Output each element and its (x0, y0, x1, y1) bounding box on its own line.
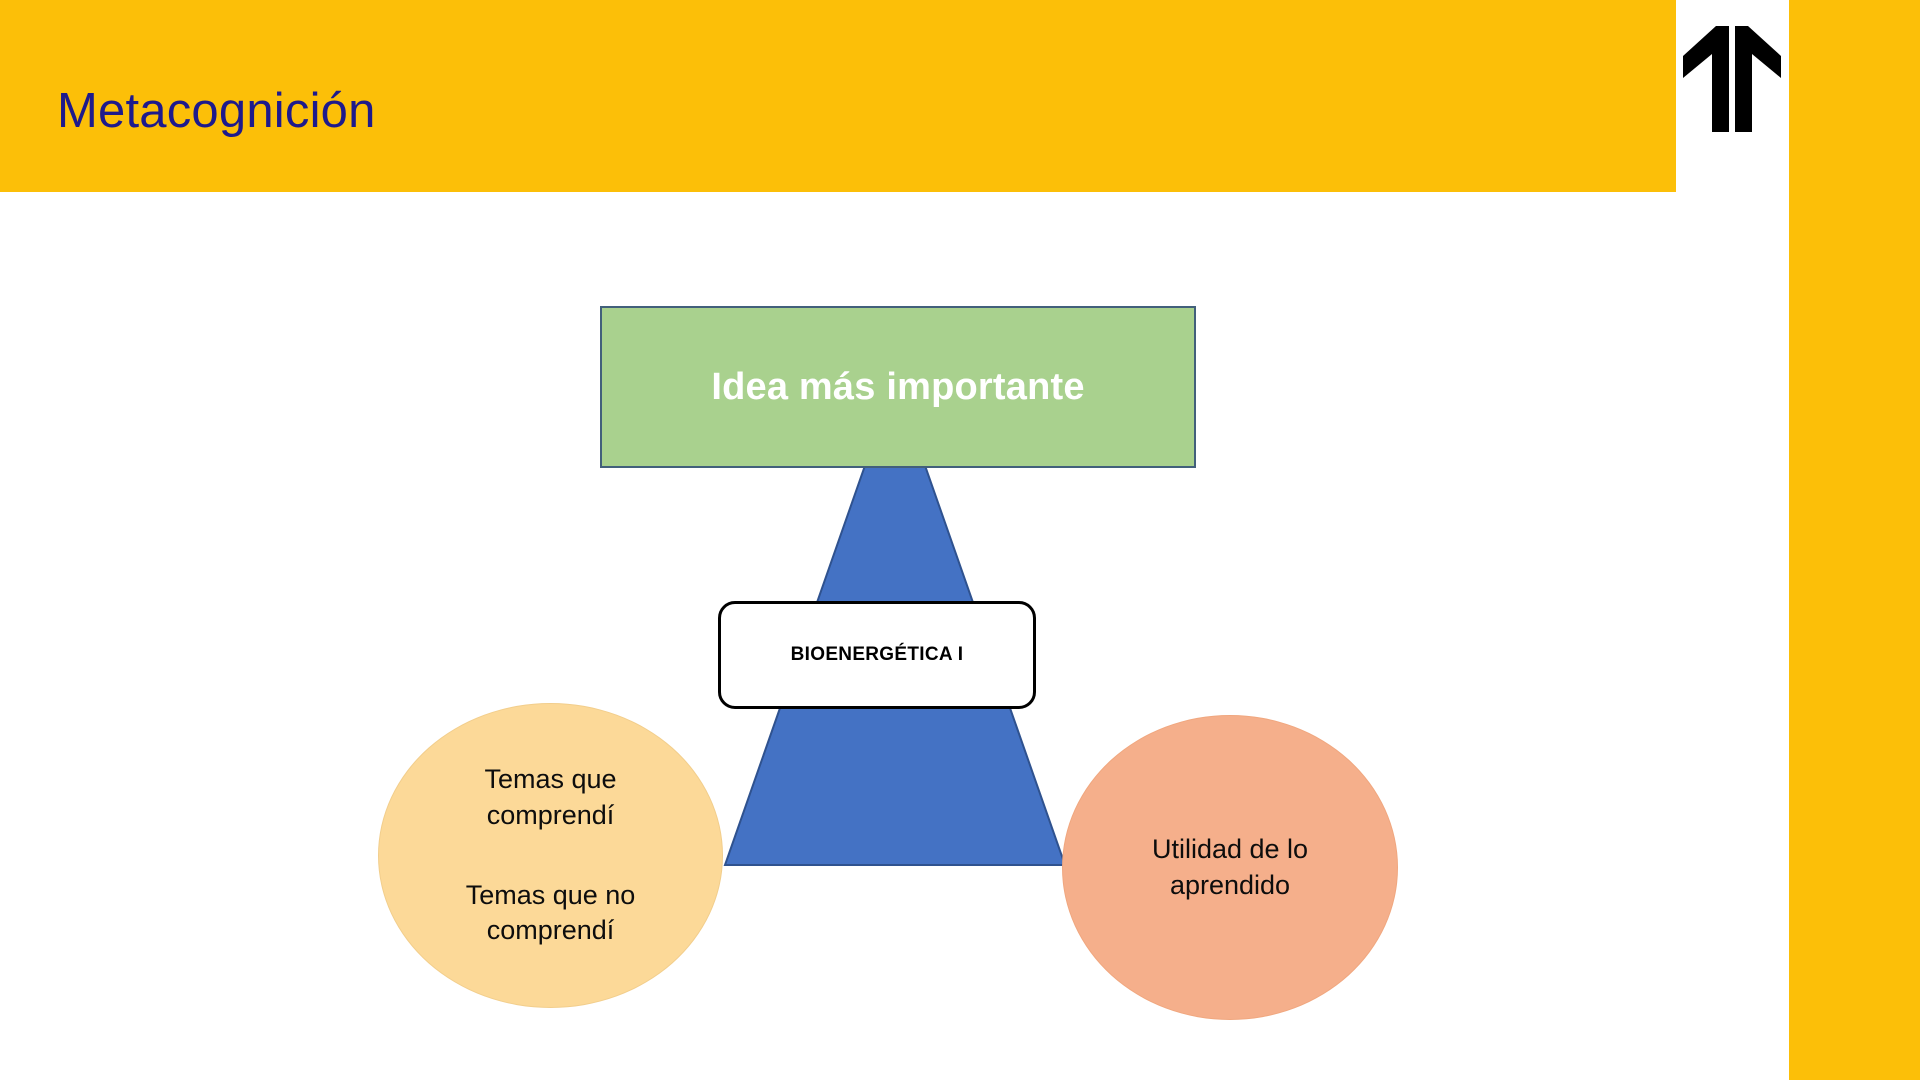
header-band (0, 0, 1676, 192)
idea-box[interactable]: Idea más importante (600, 306, 1196, 468)
ellipse-topics-understood[interactable]: Temas que comprendí Temas que no compren… (378, 703, 723, 1008)
ellipse-right-line-2: aprendido (1169, 869, 1291, 900)
topic-box-label: BIOENERGÉTICA I (790, 644, 964, 665)
diagram-area: Idea más importante Temas que comprendí … (378, 306, 1398, 1020)
ellipse-usefulness[interactable]: Utilidad de lo aprendido (1062, 715, 1398, 1020)
ellipse-left-line-2: comprendí (486, 799, 615, 830)
right-accent-strip (1789, 0, 1920, 1080)
topic-box[interactable]: BIOENERGÉTICA I (718, 601, 1036, 709)
idea-box-label: Idea más importante (711, 365, 1085, 408)
page-title: Metacognición (57, 83, 376, 138)
ellipse-left-line-1: Temas que (484, 763, 617, 794)
ellipse-left-line-3: Temas que no (465, 879, 636, 910)
ellipse-left-line-4: comprendí (486, 915, 615, 946)
logo-column (1676, 0, 1789, 1080)
ellipse-right-line-1: Utilidad de lo (1151, 833, 1309, 864)
double-up-arrow-logo (1683, 26, 1781, 132)
